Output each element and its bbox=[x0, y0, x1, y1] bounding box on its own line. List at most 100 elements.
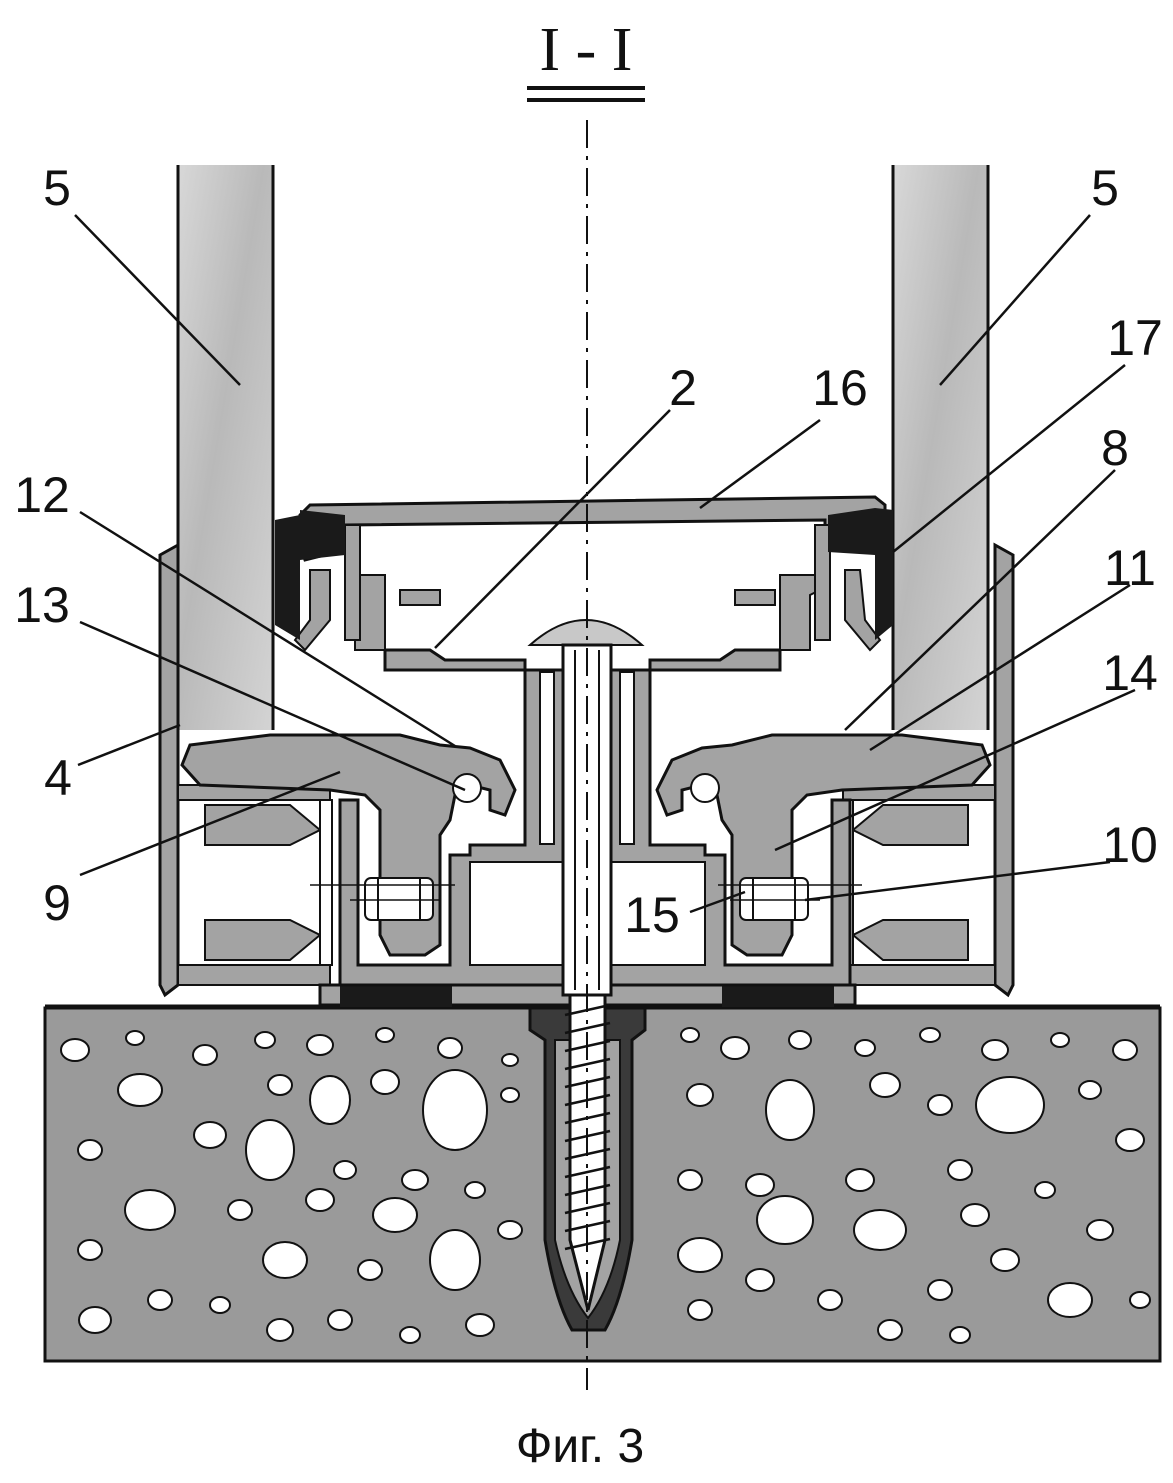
aggregate-pebble bbox=[1115, 1128, 1145, 1152]
aggregate-pebble bbox=[687, 1299, 713, 1321]
aggregate-pebble bbox=[1047, 1282, 1093, 1318]
aggregate-pebble bbox=[124, 1189, 176, 1231]
base-seal-left bbox=[340, 985, 452, 1007]
leader-13 bbox=[79, 620, 466, 792]
aggregate-pebble bbox=[756, 1195, 814, 1245]
aggregate-pebble bbox=[262, 1241, 308, 1279]
frame-left-wall bbox=[158, 542, 180, 998]
label-16: 16 bbox=[812, 360, 868, 416]
aggregate-pebble bbox=[77, 1239, 103, 1261]
aggregate-pebble bbox=[500, 1087, 520, 1103]
aggregate-pebble bbox=[680, 1027, 700, 1043]
aggregate-pebble bbox=[981, 1039, 1009, 1061]
gasket-left-top bbox=[300, 510, 345, 560]
glass-left-fill bbox=[178, 165, 273, 730]
aggregate-pebble bbox=[877, 1319, 903, 1341]
aggregate-pebble bbox=[677, 1169, 703, 1191]
label-17: 17 bbox=[1107, 310, 1163, 366]
leader-17 bbox=[892, 364, 1126, 553]
aggregate-pebble bbox=[370, 1069, 400, 1095]
aggregate-pebble bbox=[192, 1044, 218, 1066]
leader-14 bbox=[774, 688, 1136, 852]
aggregate-pebble bbox=[788, 1030, 812, 1050]
aggregate-pebble bbox=[78, 1306, 112, 1334]
cover-leg-left bbox=[344, 524, 361, 641]
label-11: 11 bbox=[1104, 540, 1156, 596]
aggregate-pebble bbox=[327, 1309, 353, 1331]
aggregate-pebble bbox=[209, 1296, 231, 1314]
aggregate-pebble bbox=[927, 1279, 953, 1301]
aggregate-pebble bbox=[845, 1168, 875, 1192]
aggregate-pebble bbox=[372, 1197, 418, 1233]
aggregate-pebble bbox=[1078, 1080, 1102, 1100]
aggregate-pebble bbox=[60, 1038, 90, 1062]
leader-5-left bbox=[74, 214, 241, 386]
aggregate-pebble bbox=[437, 1037, 463, 1059]
leader-11 bbox=[869, 583, 1131, 752]
aggregate-pebble bbox=[375, 1027, 395, 1043]
label-4: 4 bbox=[44, 750, 72, 806]
screw-thread-line bbox=[564, 1201, 611, 1215]
leader-9 bbox=[79, 770, 341, 877]
label-15: 15 bbox=[624, 887, 680, 943]
aggregate-pebble bbox=[949, 1326, 971, 1344]
label-14: 14 bbox=[1102, 645, 1158, 701]
frame-right-shelf-bottom bbox=[842, 964, 996, 986]
aggregate-pebble bbox=[975, 1076, 1045, 1134]
aggregate-pebble bbox=[357, 1259, 383, 1281]
frame-right-clip-top bbox=[851, 804, 969, 846]
aggregate-pebble bbox=[1112, 1039, 1138, 1061]
cover-leg-right bbox=[814, 524, 831, 641]
leader-8 bbox=[844, 469, 1116, 731]
leader-12 bbox=[79, 510, 456, 748]
aggregate-pebble bbox=[305, 1188, 335, 1212]
set-screw-left bbox=[310, 877, 455, 921]
central-rib-left bbox=[539, 671, 555, 845]
aggregate-pebble bbox=[193, 1121, 227, 1149]
aggregate-pebble bbox=[686, 1083, 714, 1107]
frame-right-wall bbox=[993, 542, 1015, 998]
base-seal-right bbox=[722, 985, 834, 1007]
aggregate-pebble bbox=[309, 1075, 351, 1125]
aggregate-pebble bbox=[1086, 1219, 1114, 1241]
label-8: 8 bbox=[1101, 420, 1129, 476]
aggregate-pebble bbox=[306, 1034, 334, 1056]
frame-right-clip-bottom bbox=[851, 919, 969, 961]
label-9: 9 bbox=[43, 875, 71, 931]
leader-15 bbox=[689, 890, 746, 914]
aggregate-pebble bbox=[267, 1074, 293, 1096]
aggregate-pebble bbox=[853, 1209, 907, 1251]
frame-left-clip-top bbox=[204, 804, 322, 846]
leader-16 bbox=[699, 418, 821, 510]
aggregate-pebble bbox=[960, 1203, 990, 1227]
aggregate-pebble bbox=[947, 1159, 973, 1181]
leader-2 bbox=[434, 409, 671, 649]
label-5-right: 5 bbox=[1091, 160, 1119, 216]
glass-panel-right bbox=[891, 165, 990, 730]
clamp-left-pivot bbox=[452, 773, 482, 803]
leader-10 bbox=[804, 860, 1111, 902]
cover-profile bbox=[293, 495, 887, 652]
aggregate-pebble bbox=[720, 1036, 750, 1060]
aggregate-pebble bbox=[1050, 1032, 1070, 1048]
aggregate-pebble bbox=[245, 1119, 295, 1181]
gasket-right-vertical bbox=[875, 508, 893, 640]
aggregate-pebble bbox=[869, 1072, 901, 1098]
cover-flex-lip-right bbox=[844, 569, 882, 652]
aggregate-pebble bbox=[765, 1079, 815, 1141]
glass-panel-left bbox=[176, 165, 275, 730]
leader-5-right bbox=[939, 214, 1091, 386]
aggregate-pebble bbox=[745, 1268, 775, 1292]
aggregate-pebble bbox=[77, 1139, 103, 1161]
label-10: 10 bbox=[1102, 817, 1158, 873]
aggregate-pebble bbox=[919, 1027, 941, 1043]
section-title-text: I - I bbox=[540, 16, 633, 84]
frame-left-inner-wall bbox=[319, 799, 333, 966]
aggregate-pebble bbox=[817, 1289, 843, 1311]
aggregate-pebble bbox=[254, 1031, 276, 1049]
aggregate-pebble bbox=[266, 1318, 294, 1342]
set-screw-left-body bbox=[364, 877, 434, 921]
aggregate-pebble bbox=[927, 1094, 953, 1116]
aggregate-pebble bbox=[501, 1053, 519, 1067]
aggregate-pebble bbox=[125, 1030, 145, 1046]
